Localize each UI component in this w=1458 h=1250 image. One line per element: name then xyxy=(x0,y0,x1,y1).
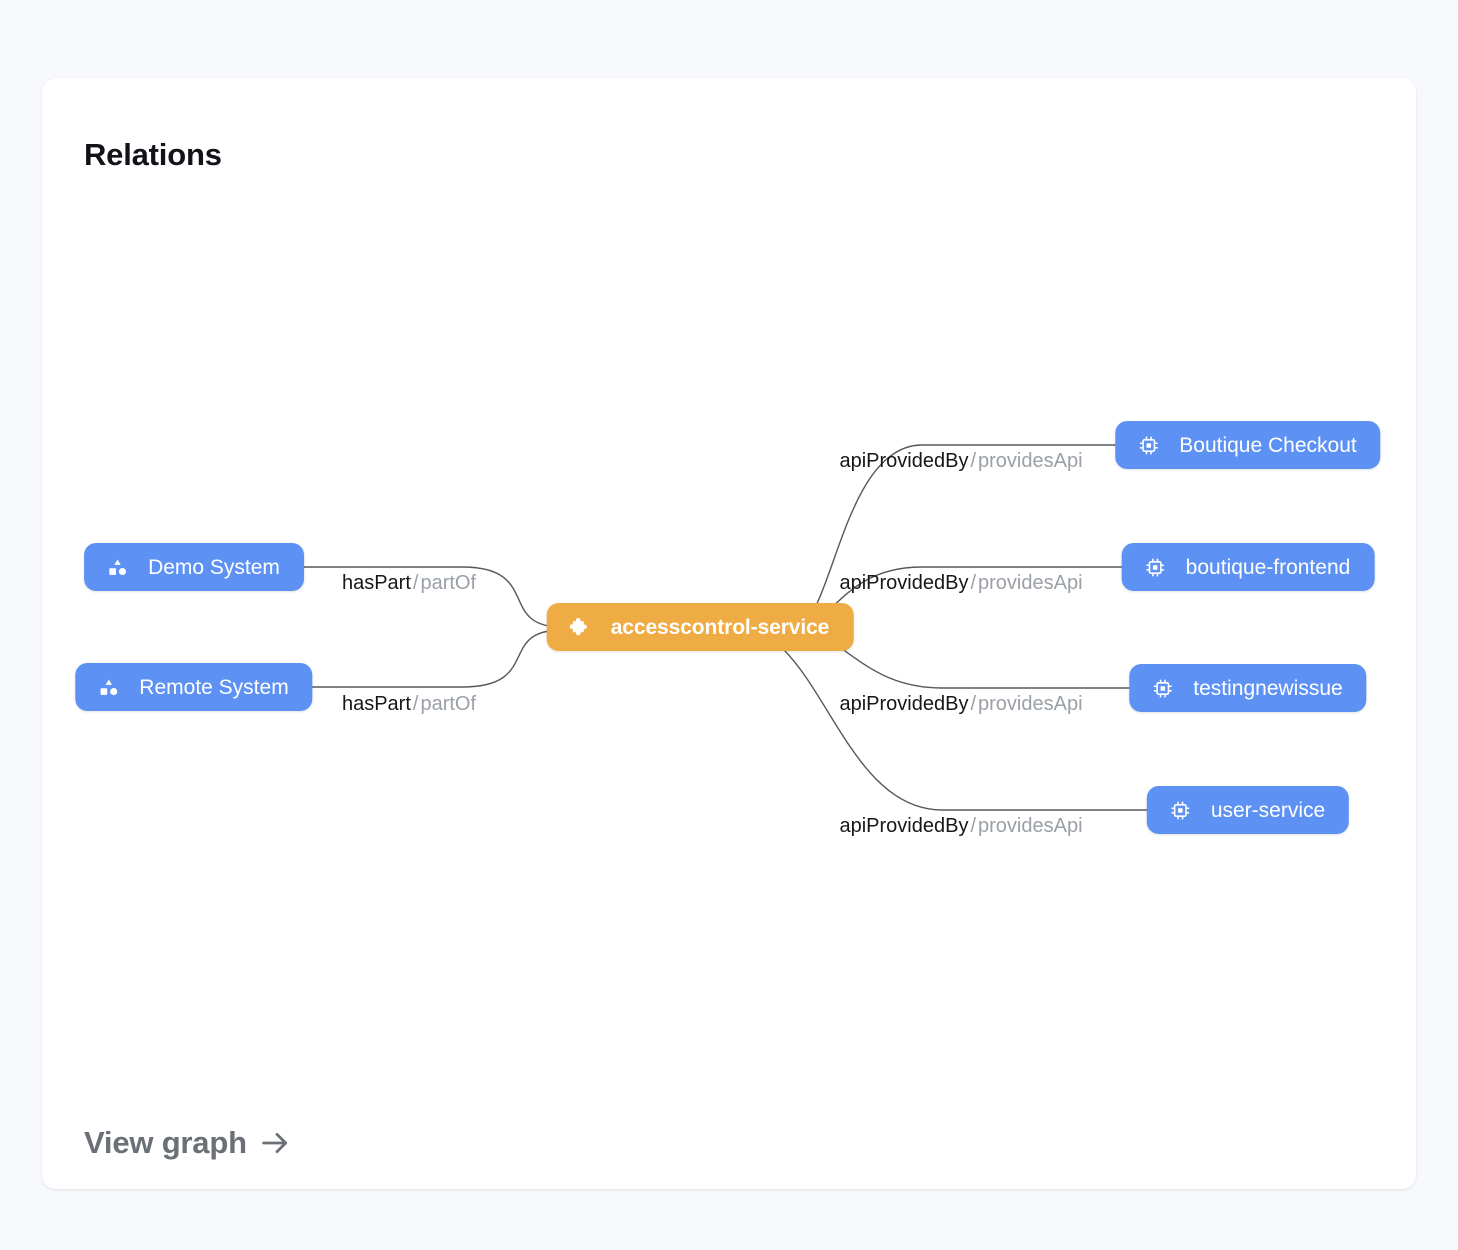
relation-forward: hasPart xyxy=(341,693,411,715)
graph-node-label: testingnewissue xyxy=(1193,676,1343,700)
relation-forward: apiProvidedBy xyxy=(839,693,969,715)
view-graph-label: View graph xyxy=(84,1125,247,1160)
cpu-chip-icon xyxy=(1169,799,1191,821)
relation-separator: / xyxy=(412,572,419,594)
graph-node-label: boutique-frontend xyxy=(1185,555,1351,579)
graph-node-testingnewissue[interactable]: testingnewissue xyxy=(1129,664,1367,712)
cpu-chip-icon xyxy=(1137,434,1159,456)
relation-reverse: providesApi xyxy=(978,572,1083,594)
relation-forward: apiProvidedBy xyxy=(839,572,969,594)
graph-node-demo-system[interactable]: Demo System xyxy=(84,543,304,591)
edge-label-remote-system: hasPart/partOf xyxy=(342,694,476,714)
relation-separator: / xyxy=(970,572,977,594)
edge-label-demo-system: hasPart/partOf xyxy=(342,573,476,593)
graph-node-remote-system[interactable]: Remote System xyxy=(75,663,313,711)
view-graph-link[interactable]: View graph xyxy=(84,1125,291,1161)
edge-boutique-checkout xyxy=(795,444,1126,627)
relation-forward: apiProvidedBy xyxy=(839,815,969,837)
edge-label-user-service: apiProvidedBy/providesApi xyxy=(839,816,1082,836)
graph-node-label: Demo System xyxy=(148,555,280,579)
cpu-chip-icon xyxy=(1151,677,1173,699)
edge-remote-system xyxy=(301,629,563,688)
edge-label-boutique-checkout: apiProvidedBy/providesApi xyxy=(839,451,1082,471)
arrow-right-icon xyxy=(259,1127,291,1159)
relation-reverse: partOf xyxy=(420,572,477,594)
edge-label-testingnewissue: apiProvidedBy/providesApi xyxy=(839,694,1082,714)
relation-forward: hasPart xyxy=(341,572,411,594)
edge-user-service xyxy=(783,649,1152,811)
relation-separator: / xyxy=(970,815,977,837)
relation-separator: / xyxy=(970,450,977,472)
page-title: Relations xyxy=(84,136,222,172)
graph-node-accesscontrol-service[interactable]: accesscontrol-service xyxy=(546,603,854,651)
graph-node-label: Remote System xyxy=(139,675,289,699)
graph-node-label: Boutique Checkout xyxy=(1179,433,1357,457)
shapes-icon xyxy=(97,676,119,698)
relations-card: Relations xyxy=(42,78,1416,1189)
relations-graph[interactable]: accesscontrol-service Demo System xyxy=(42,78,1416,1189)
relation-reverse: providesApi xyxy=(978,815,1083,837)
shapes-icon xyxy=(106,556,128,578)
graph-node-user-service[interactable]: user-service xyxy=(1146,786,1350,834)
relation-reverse: providesApi xyxy=(978,450,1083,472)
relation-forward: apiProvidedBy xyxy=(839,450,969,472)
puzzle-piece-icon xyxy=(569,616,591,638)
relation-separator: / xyxy=(970,693,977,715)
cpu-chip-icon xyxy=(1144,556,1166,578)
graph-node-boutique-checkout[interactable]: Boutique Checkout xyxy=(1115,421,1381,469)
graph-node-boutique-frontend[interactable]: boutique-frontend xyxy=(1121,543,1375,591)
edge-label-boutique-frontend: apiProvidedBy/providesApi xyxy=(839,573,1082,593)
relation-reverse: partOf xyxy=(420,693,477,715)
graph-node-label: accesscontrol-service xyxy=(610,615,830,639)
graph-node-label: user-service xyxy=(1210,798,1326,822)
relation-separator: / xyxy=(412,693,419,715)
relation-reverse: providesApi xyxy=(978,693,1083,715)
